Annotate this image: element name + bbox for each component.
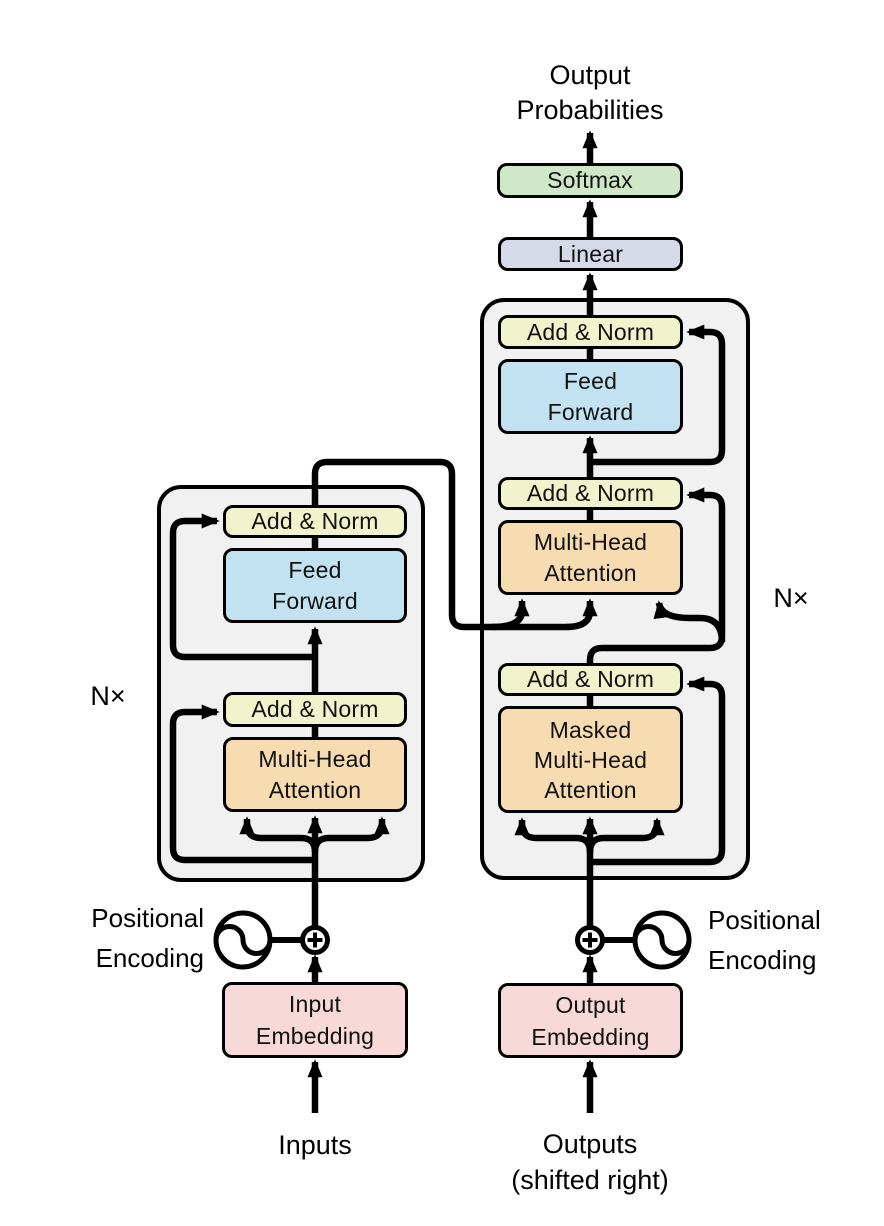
positional-encoding-left-symbol	[213, 910, 330, 970]
decoder-flow-lines	[514, 130, 726, 1113]
softmax-box: Softmax	[497, 163, 683, 198]
inputs-label: Inputs	[278, 1130, 352, 1160]
input-embedding-box: Input Embedding	[222, 982, 408, 1058]
decoder-masked-attention-box: Masked Multi-Head Attention	[498, 706, 683, 813]
output-probabilities-label: Output Probabilities	[516, 60, 664, 125]
decoder-feed-forward-box: Feed Forward	[498, 359, 683, 434]
linear-box: Linear	[498, 237, 683, 271]
decoder-add-norm-top-box: Add & Norm	[498, 315, 683, 349]
sine-wave-curve	[213, 924, 273, 956]
plus-glyph	[582, 932, 598, 948]
encoder-decoder-bridge-lines	[311, 458, 598, 631]
positional-encoding-right-symbol	[575, 910, 692, 970]
decoder-cross-attention-box: Multi-Head Attention	[498, 520, 683, 595]
encoder-multi-head-attention-box: Multi-Head Attention	[223, 737, 407, 812]
sine-wave-curve	[632, 924, 692, 956]
encoder-flow-lines	[169, 513, 390, 1113]
positional-encoding-left-label: Positional Encoding	[91, 903, 204, 973]
plus-glyph	[307, 932, 323, 948]
encoder-repeat-count-label: N×	[90, 681, 126, 711]
outputs-label: Outputs (shifted right)	[511, 1129, 669, 1195]
encoder-add-norm-bottom-box: Add & Norm	[223, 692, 407, 727]
decoder-repeat-count-label: N×	[773, 583, 809, 613]
encoder-add-norm-top-box: Add & Norm	[223, 505, 407, 538]
output-embedding-box: Output Embedding	[498, 983, 683, 1058]
positional-encoding-right-label: Positional Encoding	[708, 905, 821, 975]
decoder-add-norm-mid-box: Add & Norm	[498, 477, 683, 510]
decoder-add-norm-bottom-box: Add & Norm	[498, 663, 683, 696]
encoder-feed-forward-box: Feed Forward	[223, 548, 407, 623]
